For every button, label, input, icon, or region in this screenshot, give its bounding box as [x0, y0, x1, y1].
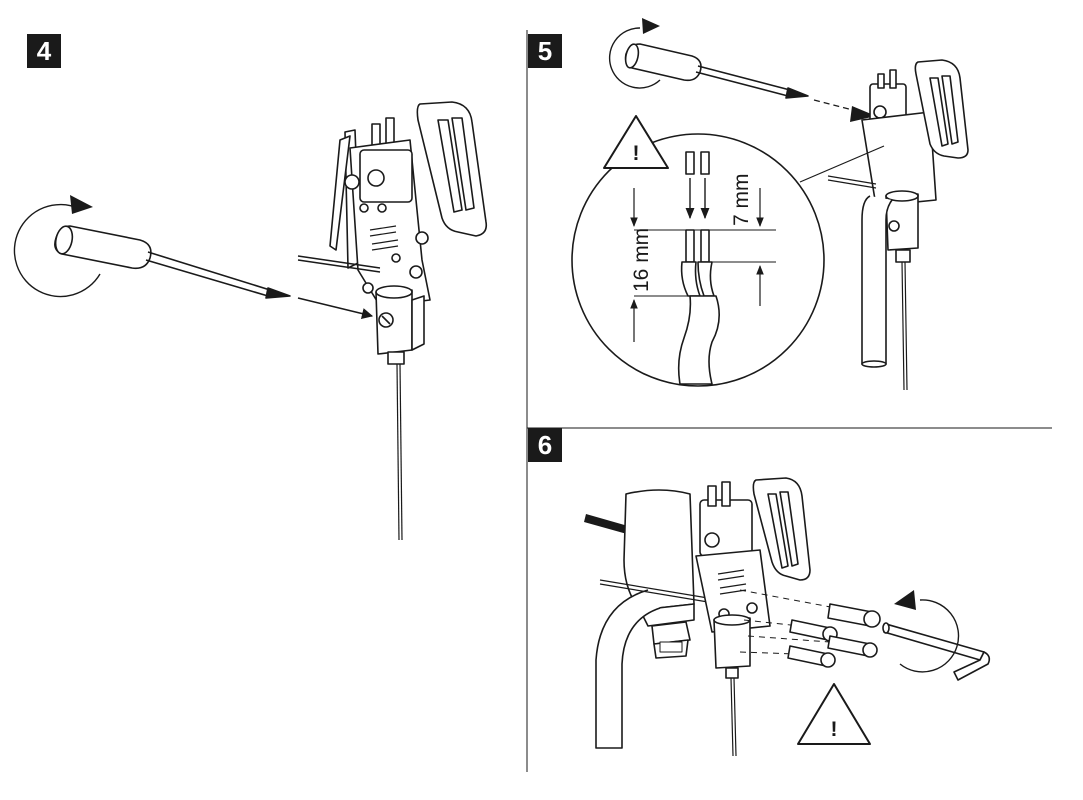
clip-bracket-icon — [827, 59, 969, 391]
step-5-illustration — [571, 18, 969, 391]
dimension-label-7mm: 7 mm — [730, 174, 753, 227]
insert-arrow — [297, 297, 374, 320]
allen-key-icon — [882, 622, 991, 681]
panel-dividers — [526, 30, 1052, 772]
wall-plugs-icon — [787, 603, 881, 668]
wire-strip-detail — [571, 133, 825, 387]
rotate-arrow-icon — [13, 195, 101, 298]
rotate-arrow-icon — [894, 590, 960, 673]
step-6-badge: 6 — [528, 428, 562, 462]
warning-icon — [603, 115, 669, 169]
step-6-illustration — [584, 477, 991, 757]
step-4-badge: 4 — [27, 34, 61, 68]
warning-icon — [797, 683, 871, 745]
warning-glyph: ! — [633, 142, 640, 165]
screwdriver-icon — [54, 225, 291, 299]
screwdriver-icon — [624, 43, 809, 99]
clip-bracket-icon — [695, 477, 811, 757]
rotate-arrow-icon — [608, 18, 661, 89]
step-5-badge: 5 — [528, 34, 562, 68]
power-cable-icon — [595, 589, 661, 749]
cover-housing-icon — [623, 489, 695, 659]
step-4-illustration — [13, 101, 488, 541]
dimension-label-16mm: 16 mm — [630, 228, 653, 292]
warning-glyph: ! — [831, 718, 838, 741]
clip-bracket-icon — [297, 101, 488, 541]
